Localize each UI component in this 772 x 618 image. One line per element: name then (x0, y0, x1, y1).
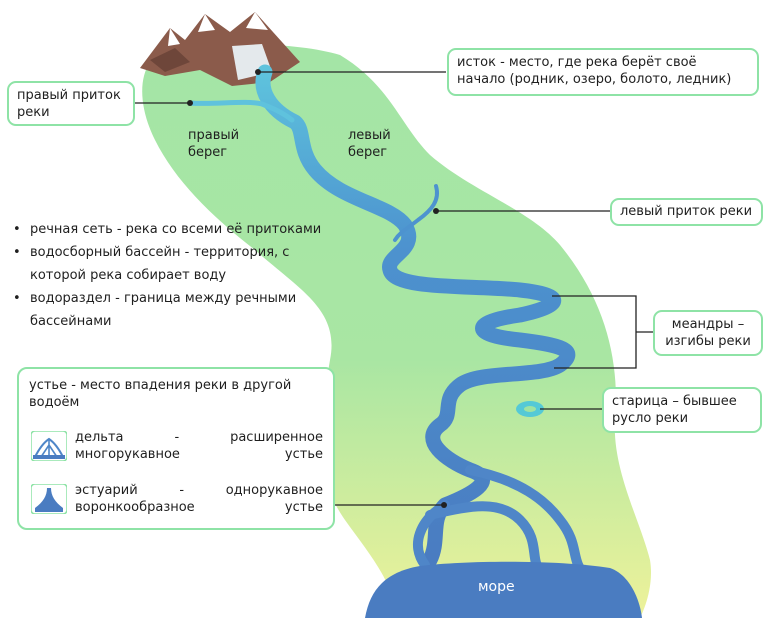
source-label: исток - место, где река берёт своё начал… (447, 48, 759, 96)
meanders-label: меандры – изгибы реки (653, 310, 763, 356)
right-bank-label: правый берег (188, 128, 240, 160)
estuary-row: эстуарий - однорукавное воронкообразное … (31, 482, 323, 516)
left-tributary-stream (393, 184, 439, 242)
source-dot (255, 69, 261, 75)
bullet-drainage-basin: водосборный бассейн - территория, с кото… (8, 241, 348, 287)
bullet-river-network: речная сеть - река со всеми её притоками (8, 218, 348, 241)
right-tributary-dot (187, 100, 193, 106)
mouth-definition-box: устье - место впадения реки в другой вод… (17, 367, 335, 530)
right-tributary-label: правый приток реки (7, 81, 135, 126)
estuary-text: эстуарий - однорукавное воронкообразное … (75, 483, 323, 515)
delta-branches (412, 465, 590, 580)
delta-text: дельта - расширенное многорукавное устье (75, 430, 323, 462)
sea-label: море (478, 579, 515, 595)
definitions-list: речная сеть - река со всеми её притоками… (8, 218, 348, 333)
left-bank-label: левый берег (348, 128, 391, 160)
delta-icon (31, 431, 67, 461)
mountains-illustration (140, 12, 300, 86)
meanders-bracket (552, 295, 655, 369)
river-channel (255, 64, 576, 568)
mouth-title: устье - место впадения реки в другой вод… (29, 378, 292, 410)
delta-row: дельта - расширенное многорукавное устье (31, 429, 323, 463)
left-tributary-label: левый приток реки (610, 198, 763, 226)
river-valley (142, 44, 652, 618)
oxbow-label: старица – бывшее русло реки (602, 387, 762, 433)
bullet-watershed: водораздел - граница между речными бассе… (8, 287, 348, 333)
left-tributary-dot (433, 208, 439, 214)
right-tributary-stream (187, 99, 295, 123)
sea-area (365, 561, 642, 618)
mouth-dot (441, 502, 447, 508)
estuary-icon (31, 484, 67, 514)
